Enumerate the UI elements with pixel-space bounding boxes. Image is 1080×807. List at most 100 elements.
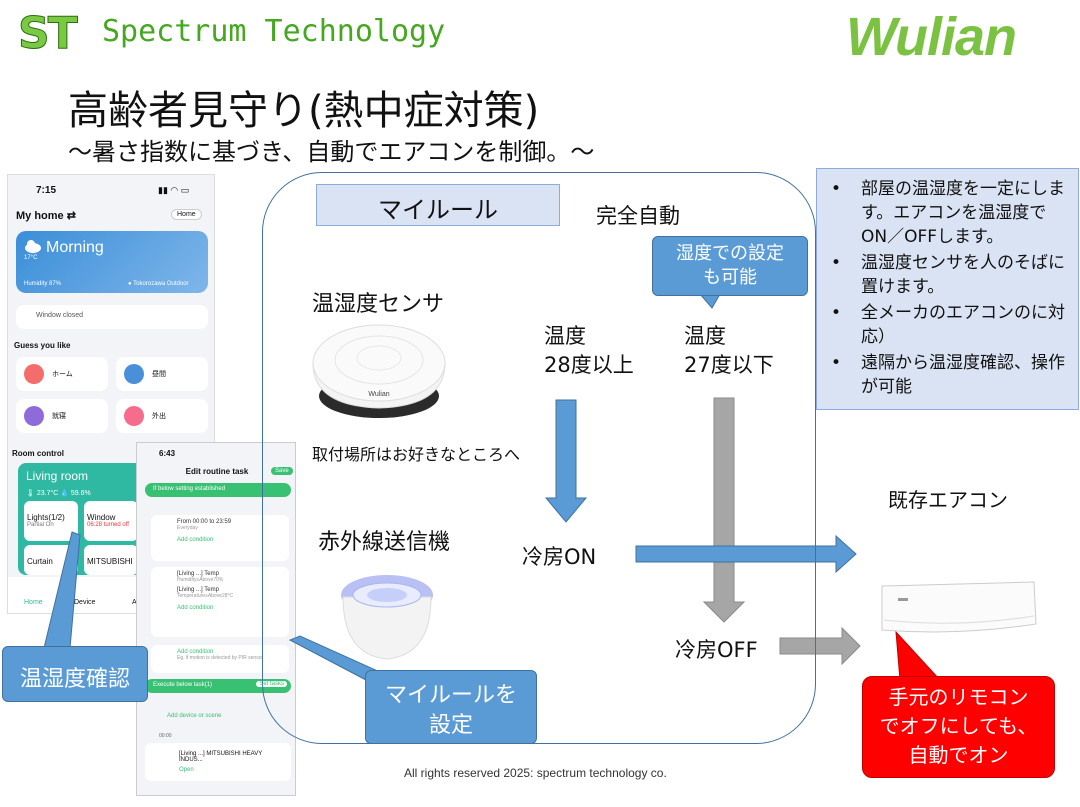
cond2-sub: Temperature≥Above28°C [177,593,234,599]
temp-low-label: 温度 [684,324,726,348]
cond1-label: [Living ...] Temp [177,571,219,577]
humidity-line1: 湿度での設定 [676,243,784,264]
save-button[interactable]: Save [271,467,293,475]
st-logo: ST [18,8,79,60]
temp-low-condition: 温度 27度以下 [684,322,774,380]
ir-transmitter-image [341,575,433,660]
scene-label: 外出 [152,413,166,420]
scene-label: 昼間 [152,371,166,378]
sensor-conditions[interactable]: [Living ...] Temp Humidity≥Above70% [Liv… [151,567,289,637]
scene-card-home[interactable]: ホーム [16,357,108,391]
ir-label: 赤外線送信機 [318,530,451,555]
right-arrow-off [779,626,861,666]
weather-temp: 17°C [24,255,38,261]
tile-sub: 06:28 turned off [87,522,129,528]
home-pill[interactable]: Home [171,209,202,220]
confirm-callout: 温湿度確認 [2,646,148,702]
weather-location: ● Tokorozawa Outdoor [128,281,189,287]
remote-line2: でオフにしても、 [879,714,1038,738]
device-time: 00:00 [159,733,172,739]
info-item: 温湿度センサを人のそばに置けます。 [825,251,1070,299]
window-tile[interactable]: Window 06:28 turned off [84,501,138,541]
temp-high-value: 28度以上 [544,353,634,377]
remote-pointer [895,630,942,681]
nav-device[interactable]: Device [74,599,96,606]
sensor-image: Wulian [312,324,446,418]
living-room-title: Living room [26,469,89,483]
window-status[interactable]: Window closed [16,305,208,329]
nav-home[interactable]: Home [24,599,43,606]
weather-title: Morning [46,239,104,256]
wulian-logo: Wulian [846,7,1017,67]
myrule-set-callout: マイルールを 設定 [365,670,537,744]
add-condition-box[interactable]: Add condition Eg. if motion is detected … [151,645,289,673]
weather-card[interactable]: Morning 17°C Humidity 87% ● Tokorozawa O… [16,231,208,293]
tile-label: Window [87,513,116,522]
page-title: 高齢者見守り(熱中症対策) [68,88,540,134]
add-condition-link[interactable]: Add condition [177,537,214,543]
weather-humidity: Humidity 87% [24,281,62,287]
scene-label: 就寝 [52,413,66,420]
my-home-title[interactable]: My home ⇄ [16,210,76,222]
temp-low-value: 27度以下 [684,353,774,377]
cooling-off-label: 冷房OFF [675,638,758,662]
info-item: 遠隔から温湿度確認、操作が可能 [825,351,1070,399]
guess-title: Guess you like [14,341,71,350]
time-cond-label: From 00:00 to 23:59 [177,519,232,525]
myrule-set-line2: 設定 [428,713,473,738]
lights-tile[interactable]: Lights(1/2) Partial On [24,501,78,541]
device-name: [Living ...] MITSUBISHI HEAVY INDUS... [179,751,263,763]
living-room-card[interactable]: Living room 🌡 23.7°C 💧 59.6% Lights(1/2)… [18,463,144,575]
cloud-icon [25,240,41,253]
device-task[interactable]: [Living ...] MITSUBISHI HEAVY INDUS... O… [145,743,291,781]
home-icon [24,364,44,384]
status-time: 6:43 [159,449,176,458]
humidity-callout: 湿度での設定 も可能 [652,236,808,296]
copyright-footer: All rights reserved 2025: spectrum techn… [404,766,667,780]
tile-sub: Partial On [27,522,54,528]
tile-label: MITSUBISHI [87,557,133,566]
sensor-label: 温湿度センサ [312,292,445,317]
cond1-sub: Humidity≥Above70% [177,577,224,583]
phone-home-screenshot: 7:15 ▮▮ ◠ ▭ My home ⇄ Home Morning 17°C … [7,174,215,614]
remote-line3: 自動でオン [908,743,1009,767]
add-device-link[interactable]: Add device or scene [167,713,222,719]
daytime-icon [124,364,144,384]
right-arrow-on [635,534,857,574]
remote-callout: 手元のリモコン でオフにしても、 自動でオン [862,676,1055,778]
device-state: Open [179,767,194,773]
myrule-label: マイルール [316,184,560,226]
remote-line1: 手元のリモコン [888,685,1029,709]
edit-routine-title: Edit routine task [185,467,249,476]
nav-automation[interactable]: A [132,599,137,606]
aircon-tile[interactable]: MITSUBISHI [84,545,138,575]
myrule-set-line1: マイルールを [384,683,517,708]
add-condition-link[interactable]: Add condition [177,649,214,655]
company-name: Spectrum Technology [102,14,446,49]
time-condition[interactable]: From 00:00 to 23:59 Everyday Add conditi… [151,515,289,561]
cond2-label: [Living ...] Temp [177,587,219,593]
phone-edit-screenshot: 6:43 Edit routine task Save If below set… [136,442,296,796]
tile-label: Curtain [27,557,53,566]
cooling-on-label: 冷房ON [522,545,597,569]
if-label: If below setting established [153,486,226,492]
sensor-caption: 取付場所はお好きなところへ [312,445,521,464]
status-time: 7:15 [36,185,57,196]
add-condition-sub: Eg. if motion is detected by PIR sensor [177,655,264,661]
humidity-line2: も可能 [703,267,757,288]
tile-label: Lights(1/2) [27,513,65,522]
scene-card-sleep[interactable]: 就寝 [16,399,108,433]
sensor-brand: Wulian [368,391,389,398]
add-condition-link[interactable]: Add condition [177,605,214,611]
scene-card-away[interactable]: 外出 [116,399,208,433]
auto-label: 完全自動 [596,204,680,228]
scene-label: ホーム [52,371,73,378]
down-arrow-on [544,399,588,523]
aircon-label: 既存エアコン [888,488,1008,512]
temp-high-condition: 温度 28度以上 [544,322,634,380]
scene-card-daytime[interactable]: 昼間 [116,357,208,391]
flow-container [262,172,816,744]
info-item: 全メーカのエアコンのに対応） [825,301,1070,349]
time-cond-sub: Everyday [177,525,198,531]
